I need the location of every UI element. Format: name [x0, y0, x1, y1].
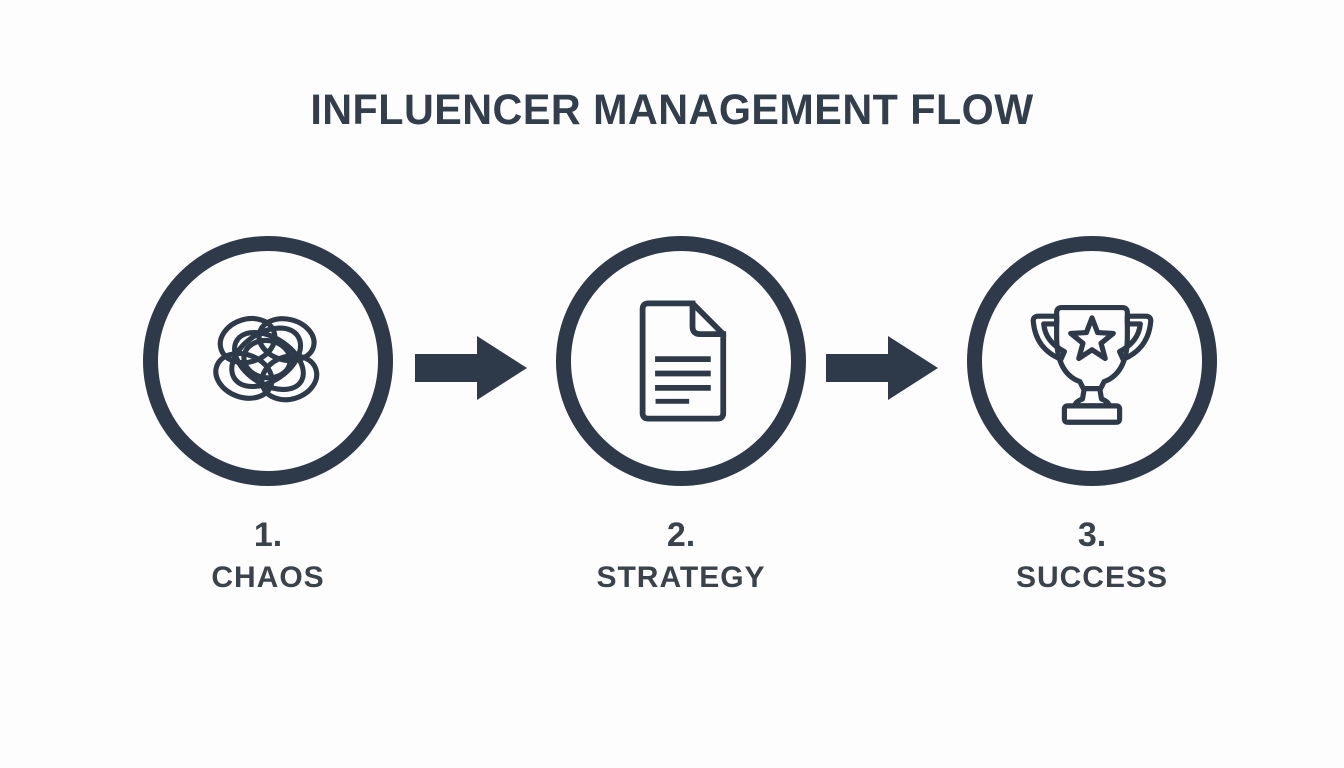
- step-circle-strategy: [556, 236, 806, 486]
- flow-arrow-2-icon: [826, 336, 938, 400]
- chaos-tangle-icon: [213, 315, 320, 403]
- step-label-success: SUCCESS: [1015, 561, 1169, 594]
- step-circle-success: [967, 236, 1217, 486]
- step-number-chaos: 1.: [253, 516, 283, 554]
- trophy-icon: [1030, 304, 1154, 425]
- step-number-success: 3.: [1077, 516, 1107, 554]
- step-chaos: 1. CHAOS: [143, 236, 393, 595]
- document-icon: [639, 300, 727, 422]
- step-number-strategy: 2.: [666, 516, 696, 554]
- flow-arrow-1-icon: [415, 336, 527, 400]
- step-success: 3. SUCCESS: [967, 236, 1217, 595]
- step-circle-chaos: [143, 236, 393, 486]
- step-strategy: 2. STRATEGY: [556, 236, 806, 595]
- step-label-chaos: CHAOS: [211, 561, 325, 594]
- step-label-strategy: STRATEGY: [596, 561, 766, 594]
- page-title: INFLUENCER MANAGEMENT FLOW: [310, 86, 1034, 134]
